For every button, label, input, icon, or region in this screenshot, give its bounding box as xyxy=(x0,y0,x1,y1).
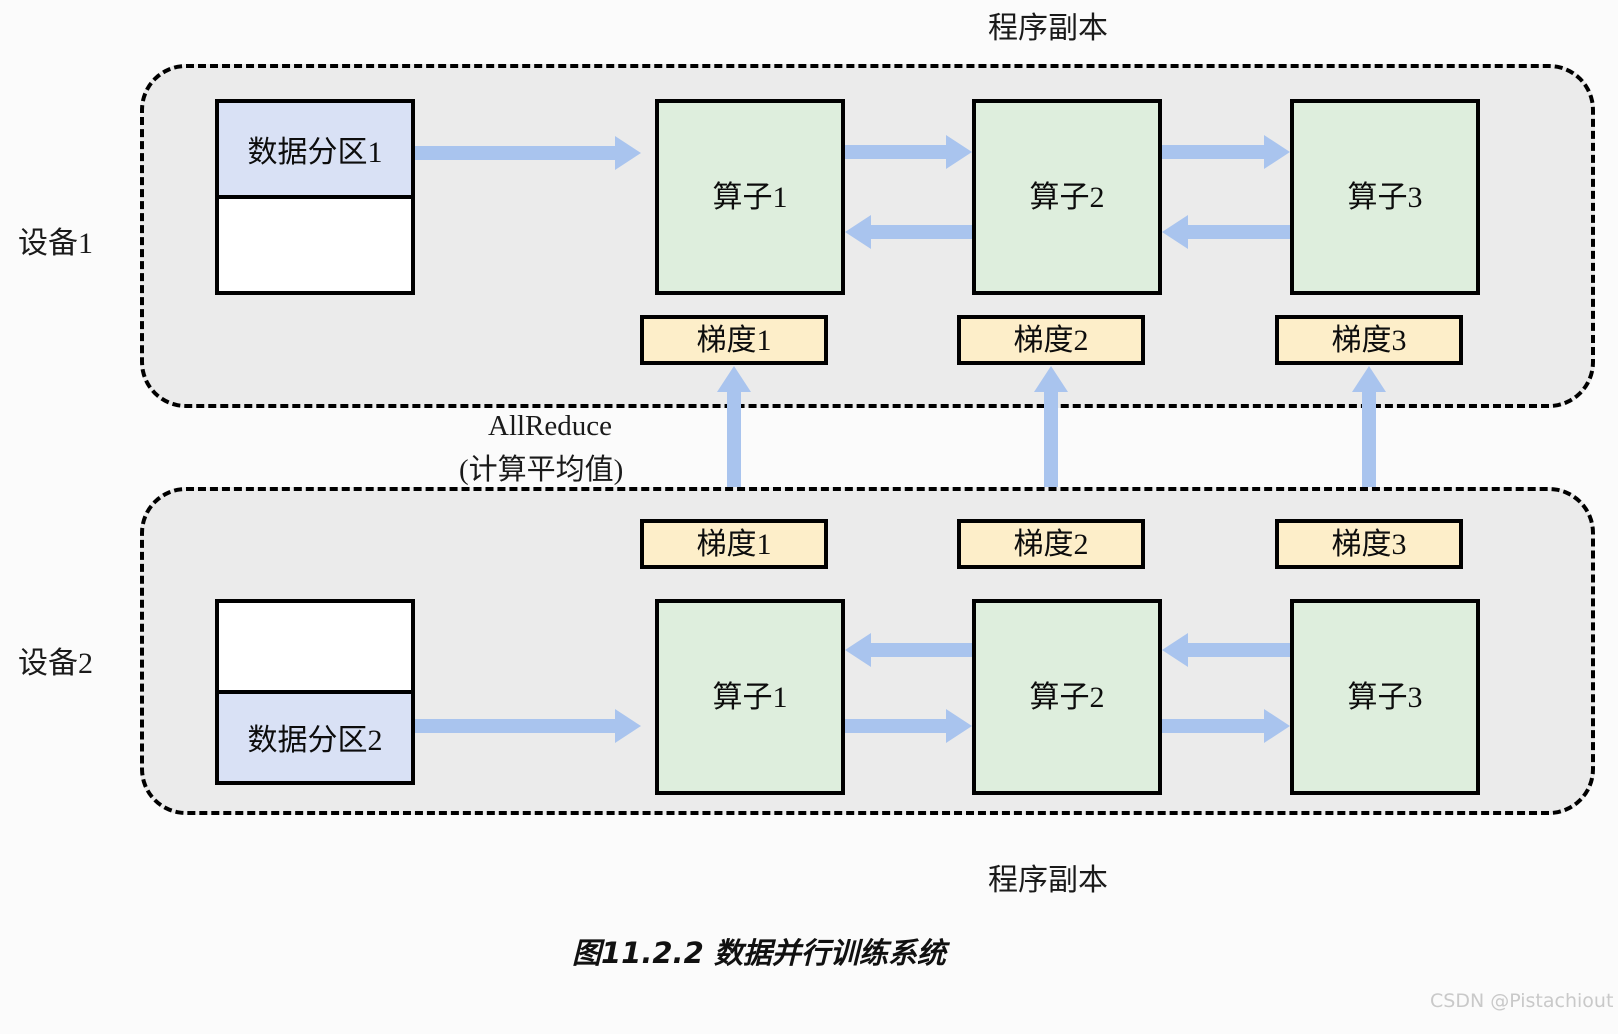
arrow-d1-op2-to-op1-head xyxy=(845,215,871,249)
allreduce-label-line1: AllReduce xyxy=(488,410,613,442)
device-2-operator-3: 算子3 xyxy=(1290,599,1480,795)
device-2-label: 设备2 xyxy=(18,647,93,680)
arrow-d2-op1-to-op2-shaft xyxy=(845,719,946,733)
device-1-operator-1: 算子1 xyxy=(655,99,845,295)
arrow-d1-op3-to-op2-head xyxy=(1162,215,1188,249)
device-1-gradient-3: 梯度3 xyxy=(1275,315,1463,365)
device-1-data-partition: 数据分区1 xyxy=(215,99,415,295)
watermark-label: CSDN @Pistachiout xyxy=(1430,990,1614,1012)
device-2-operator-2: 算子2 xyxy=(972,599,1162,795)
device-1-partition-empty xyxy=(219,198,411,292)
device-2-partition-filled: 数据分区2 xyxy=(219,693,411,781)
arrow-d2-op2-to-op3-head xyxy=(1264,709,1290,743)
allreduce-arrow-3-shaft xyxy=(1362,392,1376,494)
arrow-d2-op2-to-op1-head xyxy=(845,633,871,667)
partition-divider xyxy=(219,690,411,694)
device-2-gradient-3: 梯度3 xyxy=(1275,519,1463,569)
allreduce-arrow-1-head-up xyxy=(717,366,751,392)
top-program-replica-label: 程序副本 xyxy=(988,12,1108,45)
partition-divider xyxy=(219,195,411,199)
device-1-gradient-2: 梯度2 xyxy=(957,315,1145,365)
device-2-operator-1: 算子1 xyxy=(655,599,845,795)
figure-caption: 图11.2.2 数据并行训练系统 xyxy=(572,936,946,970)
allreduce-arrow-1-shaft xyxy=(727,392,741,494)
arrow-d1-op1-to-op2-shaft xyxy=(845,145,946,159)
arrow-partition2-to-operator1-head xyxy=(615,709,641,743)
device-1-operator-3: 算子3 xyxy=(1290,99,1480,295)
arrow-d2-op2-to-op1-shaft xyxy=(871,643,972,657)
device-2-partition-empty xyxy=(219,603,411,691)
device-2-data-partition: 数据分区2 xyxy=(215,599,415,785)
allreduce-arrow-2-head-up xyxy=(1034,366,1068,392)
device-1-partition-filled: 数据分区1 xyxy=(219,103,411,196)
allreduce-arrow-2-shaft xyxy=(1044,392,1058,494)
arrow-d1-op3-to-op2-shaft xyxy=(1188,225,1290,239)
arrow-d1-op2-to-op1-shaft xyxy=(871,225,972,239)
arrow-d2-op2-to-op3-shaft xyxy=(1162,719,1264,733)
arrow-d2-op3-to-op2-shaft xyxy=(1188,643,1290,657)
device-1-gradient-1: 梯度1 xyxy=(640,315,828,365)
arrow-d1-op2-to-op3-head xyxy=(1264,135,1290,169)
device-2-gradient-2: 梯度2 xyxy=(957,519,1145,569)
arrow-partition1-to-operator1-shaft xyxy=(415,146,615,160)
device-2-gradient-1: 梯度1 xyxy=(640,519,828,569)
allreduce-arrow-3-head-up xyxy=(1352,366,1386,392)
arrow-d2-op1-to-op2-head xyxy=(946,709,972,743)
arrow-d2-op3-to-op2-head xyxy=(1162,633,1188,667)
arrow-partition2-to-operator1-shaft xyxy=(415,719,615,733)
device-1-operator-2: 算子2 xyxy=(972,99,1162,295)
allreduce-label-line2: (计算平均值) xyxy=(459,454,624,486)
device-1-label: 设备1 xyxy=(18,227,93,260)
arrow-partition1-to-operator1-head xyxy=(615,136,641,170)
bottom-program-replica-label: 程序副本 xyxy=(988,864,1108,897)
arrow-d1-op2-to-op3-shaft xyxy=(1162,145,1264,159)
arrow-d1-op1-to-op2-head xyxy=(946,135,972,169)
